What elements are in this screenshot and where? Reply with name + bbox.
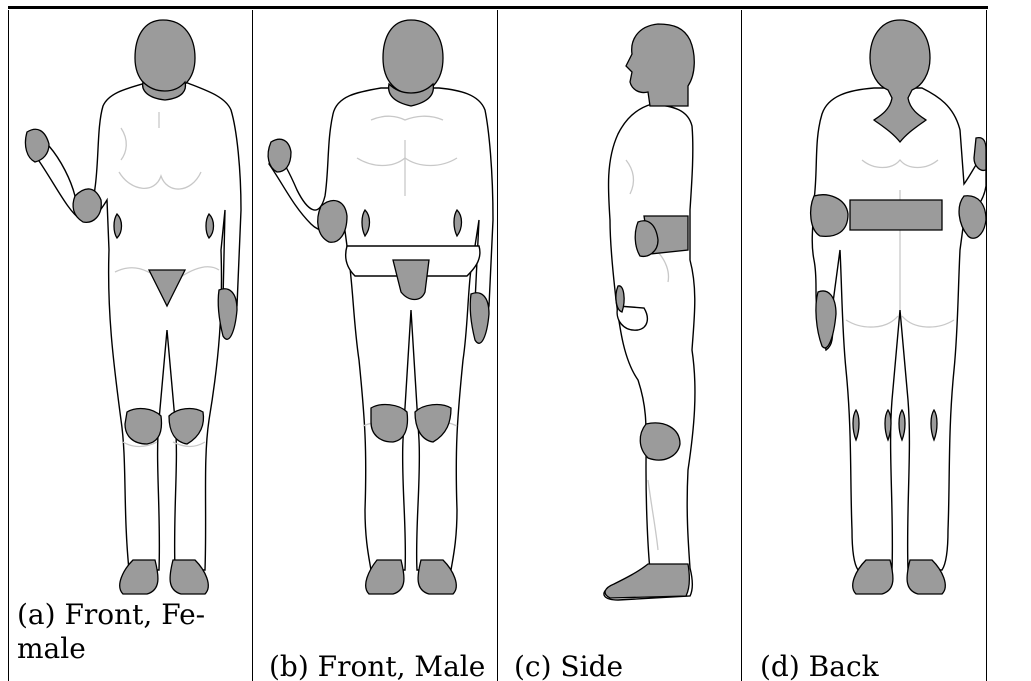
caption-d: (d) Back <box>760 650 879 681</box>
caption-a-line2: male <box>17 632 86 666</box>
figure-back <box>742 10 986 681</box>
top-rule <box>8 6 988 9</box>
caption-a-line1: (a) Front, Fe- <box>17 598 205 632</box>
figure-side <box>498 10 741 681</box>
panel-front-male: (b) Front, Male <box>253 10 497 681</box>
panel-back: (d) Back <box>742 10 986 681</box>
panel-side: (c) Side <box>498 10 741 681</box>
panel-front-female: (a) Front, Fe- male <box>9 10 252 681</box>
caption-b: (b) Front, Male <box>269 650 485 681</box>
caption-c: (c) Side <box>514 650 623 681</box>
figure-front-female <box>9 10 252 681</box>
figure-front-male <box>253 10 497 681</box>
divider-right <box>986 10 987 681</box>
